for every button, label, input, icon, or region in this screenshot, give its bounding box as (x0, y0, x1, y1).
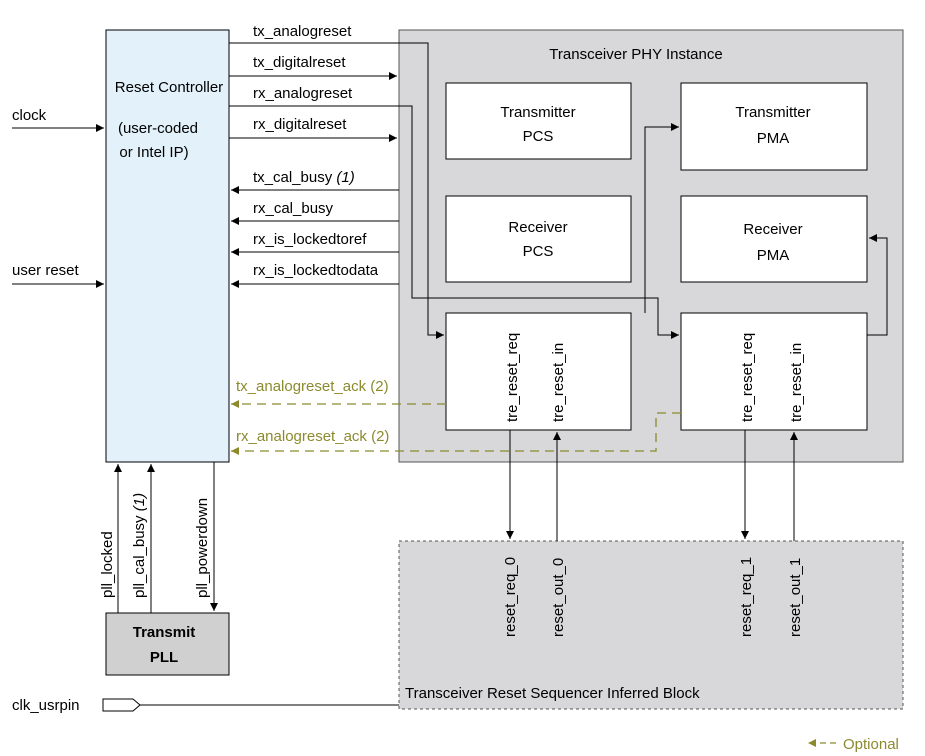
pll-powerdown-label: pll_powerdown (194, 498, 211, 598)
tx-analogreset-wire (229, 42, 444, 339)
clk-usrpin-port (102, 698, 141, 712)
sequencer-block (398, 540, 904, 710)
clk-usrpin-label: clk_usrpin (12, 697, 80, 714)
rx-analogreset-ack-wire (231, 412, 681, 455)
tx-analogreset-label: tx_analogreset (253, 23, 352, 40)
rx-analogreset-ack-label: rx_analogreset_ack (2) (236, 428, 389, 445)
receiver-pcs-block (445, 195, 632, 283)
tx-digitalreset-label: tx_digitalreset (253, 54, 346, 71)
tre-block-0 (445, 312, 632, 431)
rx-digitalreset-label: rx_digitalreset (253, 116, 347, 133)
transmit-pll-label-2: PLL (150, 649, 178, 666)
rx-analogreset-label: rx_analogreset (253, 85, 353, 102)
rx-is-lockedtodata-label: rx_is_lockedtodata (253, 262, 379, 279)
pll-cal-busy-text: pll_cal_busy (131, 515, 148, 598)
pll-locked-label: pll_locked (99, 531, 116, 598)
pll-cal-busy-label: pll_cal_busy (1) (131, 493, 148, 598)
receiver-pma-label-1: Receiver (743, 221, 802, 238)
transmitter-pcs-label-1: Transmitter (500, 104, 575, 121)
reset-controller-subtitle-1: (user-coded (118, 120, 198, 137)
reset-out-1-label: reset_out_1 (787, 558, 804, 637)
receiver-pma-block (680, 195, 868, 283)
pll-cal-busy-note: (1) (131, 493, 148, 511)
tre-block-0-reset-in: tre_reset_in (550, 343, 567, 422)
clock-label: clock (12, 107, 47, 124)
tx-analogreset-ack-label: tx_analogreset_ack (2) (236, 378, 389, 395)
transmit-pll-label-1: Transmit (133, 624, 196, 641)
tre-block-1-reset-in: tre_reset_in (788, 343, 805, 422)
transmitter-pma-label-1: Transmitter (735, 104, 810, 121)
rx-cal-busy-label: rx_cal_busy (253, 200, 334, 217)
receiver-pcs-label-1: Receiver (508, 219, 567, 236)
tre-block-1-reset-req: tre_reset_req (739, 333, 756, 422)
reset-controller-block (105, 29, 230, 463)
sequencer-title: Transceiver Reset Sequencer Inferred Blo… (405, 685, 700, 702)
reset-out-0-label: reset_out_0 (550, 558, 567, 637)
reset-req-1-label: reset_req_1 (738, 557, 755, 637)
transmitter-pma-block (680, 82, 868, 171)
rx-is-lockedtoref-label: rx_is_lockedtoref (253, 231, 367, 248)
transmitter-pcs-block (445, 82, 632, 160)
user-reset-label: user reset (12, 262, 80, 279)
transmit-pll-block (105, 612, 230, 676)
receiver-pcs-label-2: PCS (523, 243, 554, 260)
optional-legend-label: Optional (843, 736, 899, 753)
tx-cal-busy-label: tx_cal_busy (1) (253, 169, 355, 186)
tx-cal-busy-note: (1) (336, 169, 354, 186)
tx-pcs-to-pma-wire (644, 123, 679, 313)
tre1-to-rx-pma-wire (867, 234, 888, 336)
transmitter-pma-label-2: PMA (757, 130, 790, 147)
tre-block-0-reset-req: tre_reset_req (504, 333, 521, 422)
rx-analogreset-wire (229, 105, 679, 339)
reset-req-0-label: reset_req_0 (502, 557, 519, 637)
phy-instance-title: Transceiver PHY Instance (549, 46, 722, 63)
transmitter-pcs-label-2: PCS (523, 128, 554, 145)
tre-block-1 (680, 312, 868, 431)
receiver-pma-label-2: PMA (757, 247, 790, 264)
reset-controller-title: Reset Controller (115, 79, 223, 96)
tx-cal-busy-text: tx_cal_busy (253, 169, 333, 186)
reset-controller-subtitle-2: or Intel IP) (119, 144, 188, 161)
